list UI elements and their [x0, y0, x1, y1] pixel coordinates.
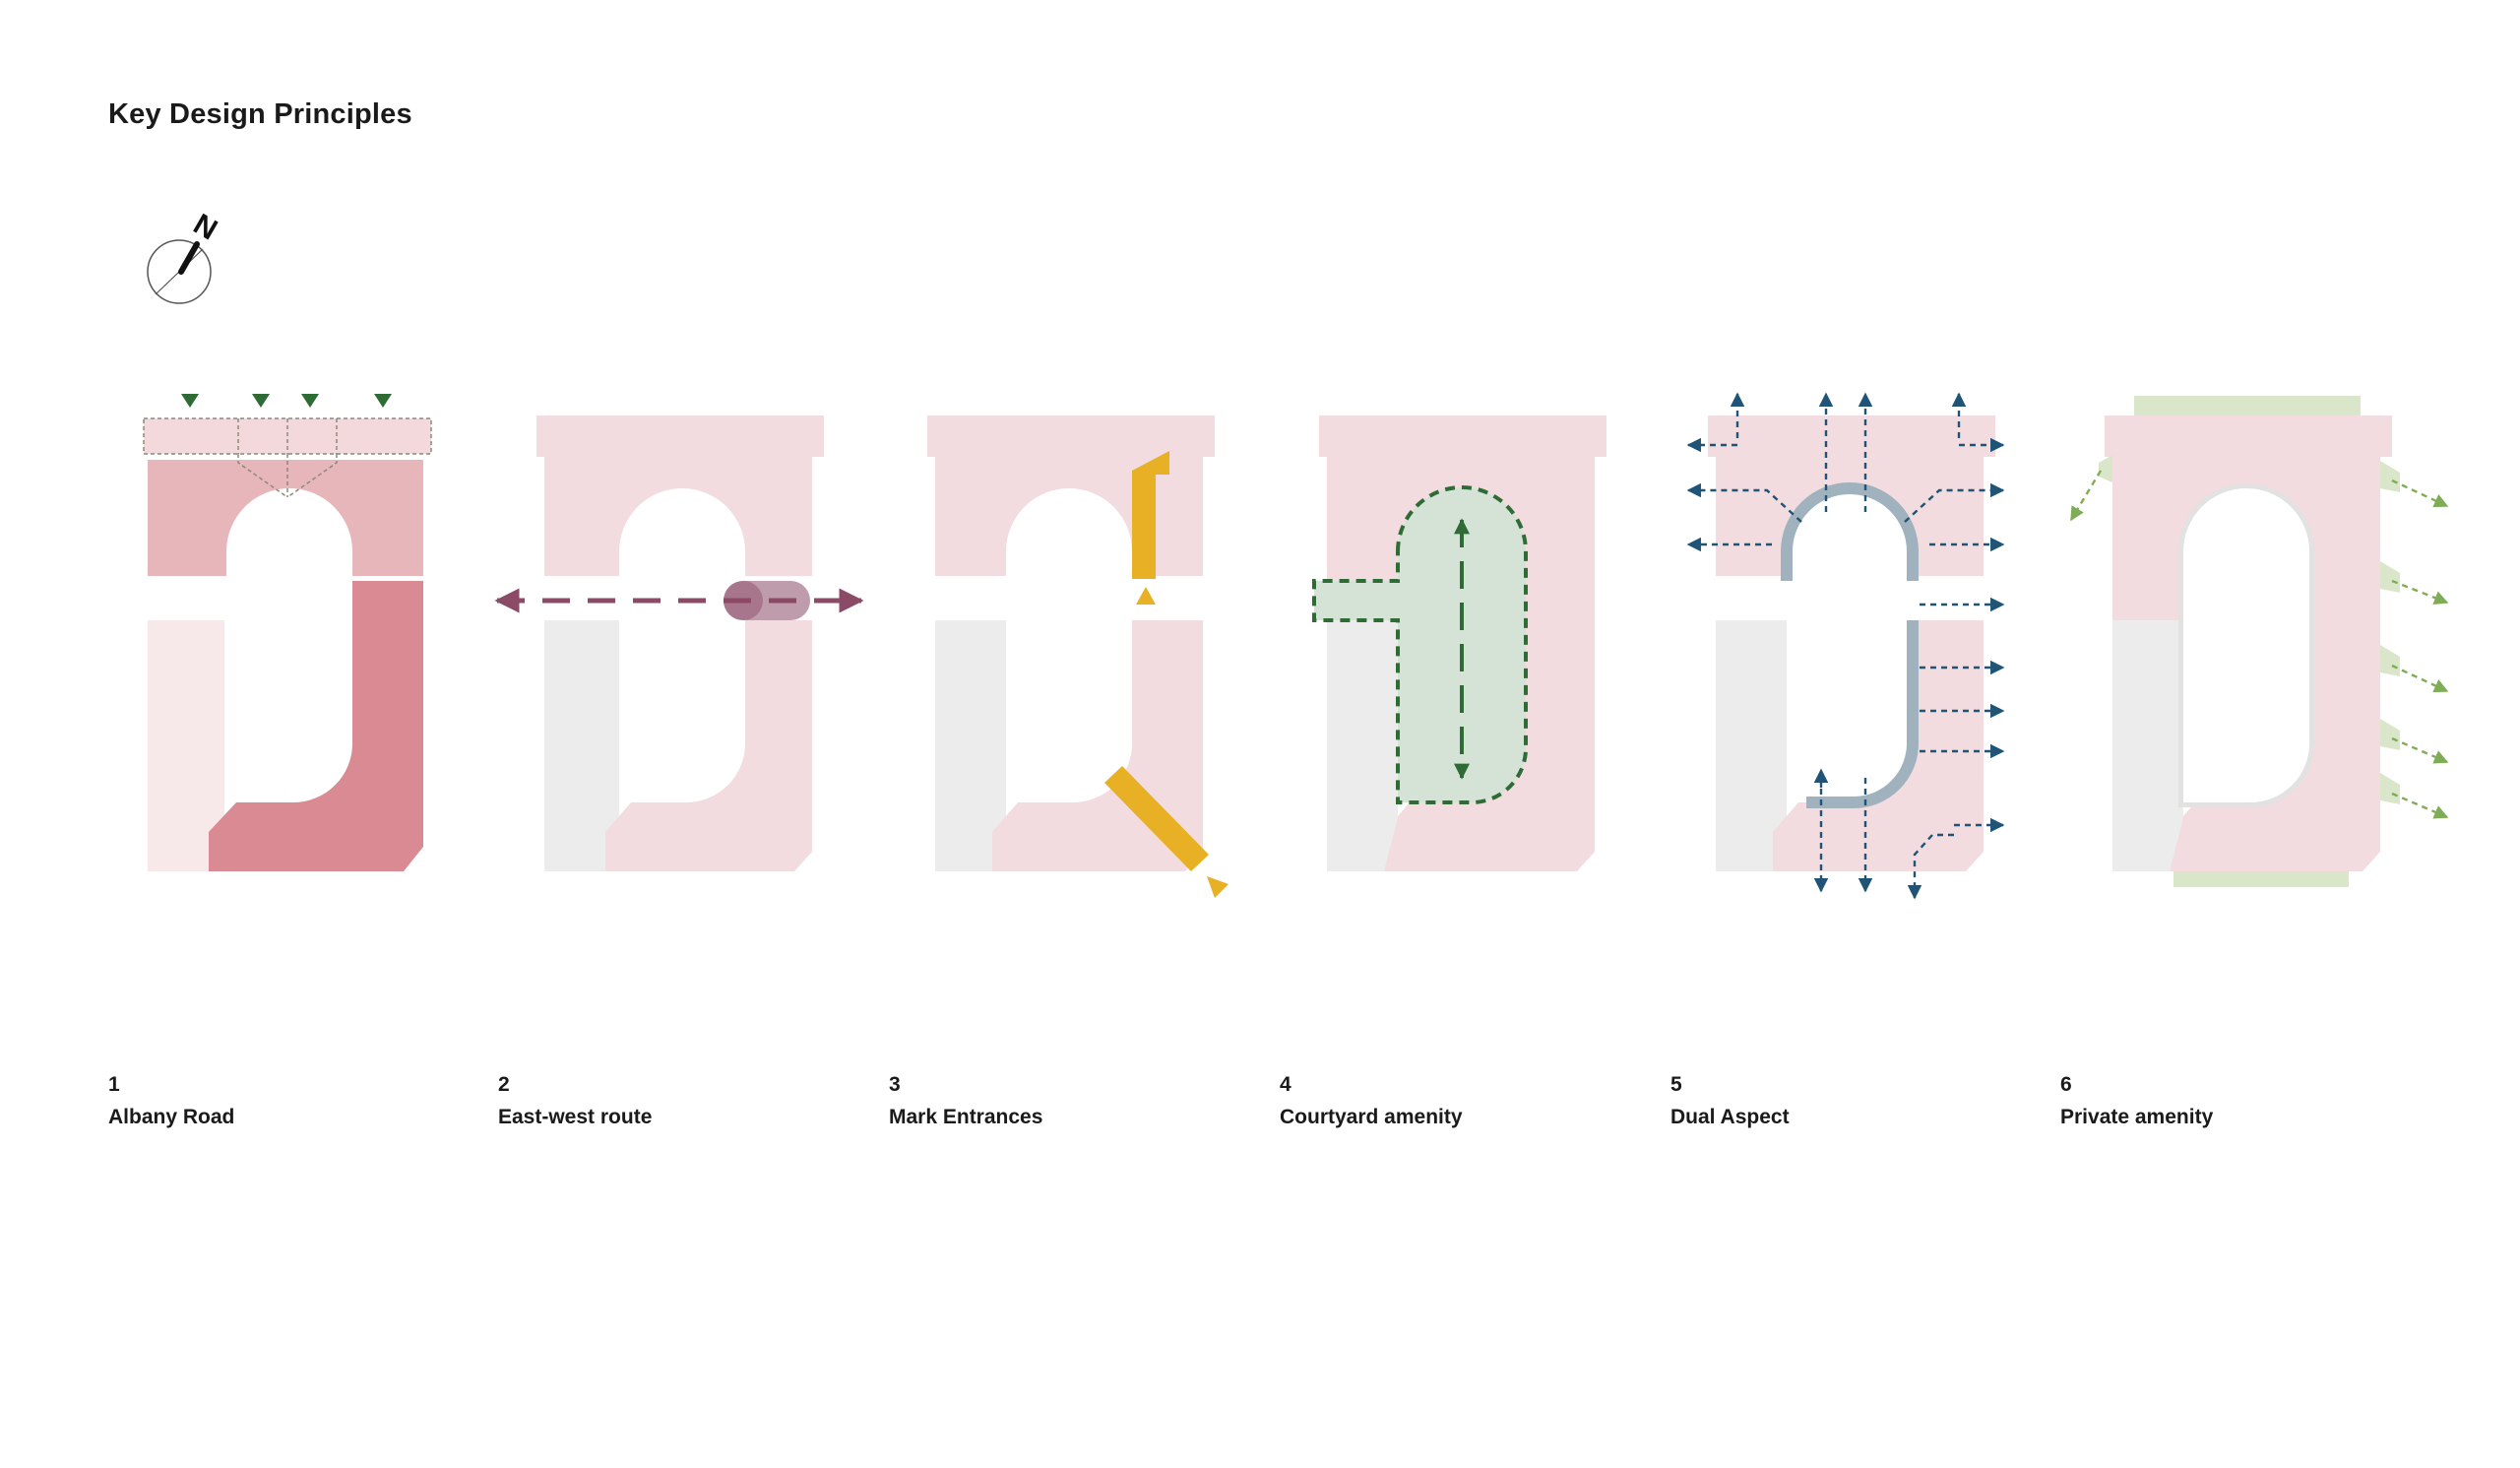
caption-principle-4: 4 Courtyard amenity — [1280, 1068, 1463, 1133]
principle-number: 4 — [1280, 1073, 1292, 1096]
principle-label: East-west route — [498, 1106, 653, 1128]
diagram-east-west-route — [494, 415, 864, 871]
principle-label: Dual Aspect — [1670, 1106, 1790, 1128]
caption-principle-6: 6 Private amenity — [2060, 1068, 2213, 1133]
principle-number: 1 — [108, 1073, 120, 1096]
caption-principle-5: 5 Dual Aspect — [1670, 1068, 1790, 1133]
diagram-private-amenity — [2069, 396, 2449, 887]
caption-principle-1: 1 Albany Road — [108, 1068, 234, 1133]
diagram-courtyard-amenity — [1312, 415, 1606, 871]
principle-number: 3 — [889, 1073, 901, 1096]
diagram-mark-entrances — [927, 415, 1228, 898]
diagram-dual-aspect — [1686, 392, 2005, 900]
principle-label: Mark Entrances — [889, 1106, 1043, 1128]
caption-principle-2: 2 East-west route — [498, 1068, 652, 1133]
north-arrow-icon: N — [147, 208, 222, 304]
principle-number: 5 — [1670, 1073, 1682, 1096]
caption-principle-3: 3 Mark Entrances — [889, 1068, 1042, 1133]
principle-label: Albany Road — [108, 1106, 235, 1128]
principle-number: 6 — [2060, 1073, 2072, 1096]
principle-label: Private amenity — [2060, 1106, 2214, 1128]
diagram-albany-road — [143, 394, 432, 871]
principle-number: 2 — [498, 1073, 510, 1096]
principle-label: Courtyard amenity — [1280, 1106, 1463, 1128]
page-title: Key Design Principles — [108, 98, 412, 130]
